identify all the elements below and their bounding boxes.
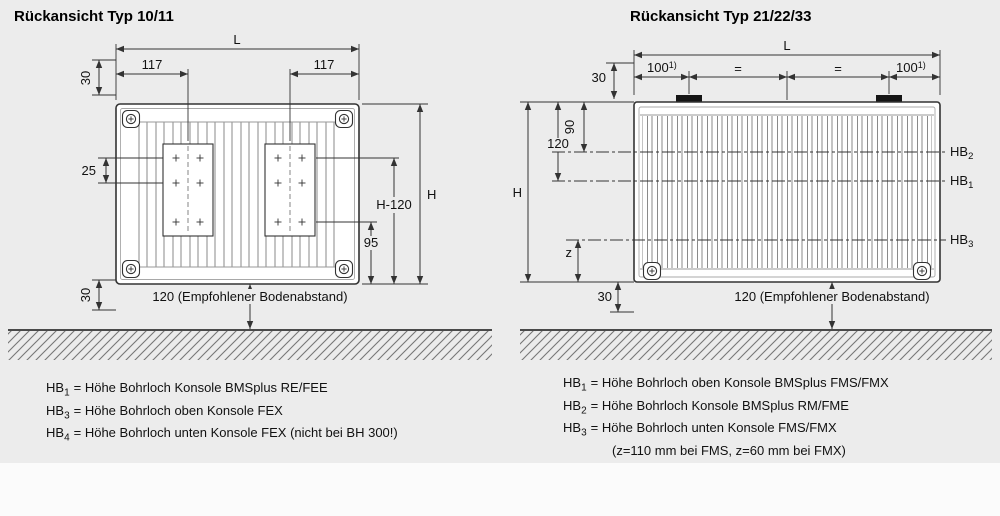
legend-row-z-note: (z=110 mm bei FMS, z=60 mm bei FMX) [608, 442, 889, 465]
right-figure-title: Rückansicht Typ 21/22/33 [630, 8, 812, 25]
left-fin-borders [134, 121, 341, 268]
dim-label-equal-right: = [834, 61, 842, 76]
hanging-tab-left [676, 95, 702, 103]
left-radiator-drawing: L 117 117 30 25 H H-120 95 30 120 (Empfo… [8, 32, 492, 360]
dim-label-hole-offset-left: 117 [142, 57, 163, 72]
legend-row-hb2: HB2= Höhe Bohrloch Konsole BMSplus RM/FM… [563, 397, 889, 420]
left-radiator-body [115, 103, 360, 285]
legend-text: = Höhe Bohrloch oben Konsole BMSplus FMS… [590, 375, 889, 390]
legend-text: = Höhe Bohrloch oben Konsole FEX [73, 402, 283, 418]
dim-label-top-offset-left: 30 [78, 71, 93, 85]
left-floor [8, 329, 492, 360]
left-legend: HB1= Höhe Bohrloch Konsole BMSplus RE/FE… [46, 379, 398, 447]
left-figure-title: Rückansicht Typ 10/11 [14, 8, 174, 25]
legend-text: = Höhe Bohrloch Konsole BMSplus RM/FME [590, 397, 849, 413]
hb-term: HB1 [563, 375, 587, 394]
dim-label-length-left: L [233, 32, 240, 47]
legend-text: = Höhe Bohrloch Konsole BMSplus RE/FEE [73, 380, 328, 395]
dim-label-hole-120: 120 [547, 136, 569, 151]
right-radiator-drawing: L 1001) = = 1001) 30 90 120 H z 30 120 (… [513, 38, 992, 360]
legend-row-hb1: HB1= Höhe Bohrloch Konsole BMSplus RE/FE… [46, 379, 398, 402]
left-dimension-lines [95, 45, 424, 329]
left-dimension-labels: L 117 117 30 25 H H-120 95 30 120 (Empfo… [78, 32, 436, 304]
right-floor-note-mask [734, 289, 930, 304]
legend-row-hb4: HB4= Höhe Bohrloch unten Konsole FEX (ni… [46, 424, 398, 447]
left-floor-note-mask [152, 289, 348, 304]
floor-clearance-note-left: 120 (Empfohlener Bodenabstand) [152, 289, 347, 304]
hanging-tab-right [876, 95, 902, 103]
hb2-marker-label: HB2 [950, 144, 973, 162]
hb-term: HB3 [46, 402, 70, 422]
dim-label-lower-hole: 95 [364, 235, 378, 250]
legend-row-hb3: HB3= Höhe Bohrloch oben Konsole FEX [46, 402, 398, 425]
dim-label-length-right: L [783, 38, 790, 53]
dim-label-hole-90: 90 [562, 120, 577, 134]
legend-text: (z=110 mm bei FMS, z=60 mm bei FMX) [612, 442, 846, 458]
right-legend: HB1= Höhe Bohrloch oben Konsole BMSplus … [563, 374, 889, 464]
dim-label-height-right: H [513, 185, 522, 200]
dim-label-equal-left: = [734, 61, 742, 76]
floor-clearance-note-right: 120 (Empfohlener Bodenabstand) [734, 289, 929, 304]
dim-label-hole-offset-right: 117 [314, 57, 335, 72]
hb-term: HB2 [563, 397, 587, 417]
right-radiator-body [633, 95, 941, 283]
dim-label-bottom-offset-left: 30 [78, 288, 93, 302]
right-dimension-lines [524, 51, 940, 329]
hb-hole-centerlines [552, 151, 946, 241]
dim-label-height-left: H [427, 187, 436, 202]
right-dimension-labels: L 1001) = = 1001) 30 90 120 H z 30 120 (… [513, 38, 974, 304]
legend-text: = Höhe Bohrloch unten Konsole FEX (nicht… [73, 425, 398, 441]
right-floor [520, 329, 992, 360]
hb-term: HB1 [46, 380, 70, 399]
hb3-marker-label: HB3 [950, 232, 973, 250]
dim-label-tab-offset-left: 1001) [647, 60, 677, 75]
dim-label-plate-pitch: 25 [82, 163, 96, 178]
dim-label-z: z [566, 245, 573, 260]
legend-row-hb1: HB1= Höhe Bohrloch oben Konsole BMSplus … [563, 374, 889, 397]
dim-label-tab-offset-right: 1001) [896, 60, 926, 75]
dim-label-height-minus-120: H-120 [376, 197, 411, 212]
hb-term: HB3 [563, 420, 587, 439]
legend-row-hb3: HB3= Höhe Bohrloch unten Konsole FMS/FMX [563, 419, 889, 442]
bottom-margin [0, 463, 1000, 516]
dim-label-top-offset-right: 30 [592, 70, 606, 85]
hb-term: HB4 [46, 425, 70, 444]
technical-drawing-svg: L 117 117 30 25 H H-120 95 30 120 (Empfo… [8, 32, 992, 360]
hb1-marker-label: HB1 [950, 173, 973, 191]
dim-label-bottom-offset-right: 30 [598, 289, 612, 304]
right-fin-borders [640, 114, 934, 270]
left-mounting-plates [162, 143, 316, 237]
legend-text: = Höhe Bohrloch unten Konsole FMS/FMX [590, 420, 837, 436]
